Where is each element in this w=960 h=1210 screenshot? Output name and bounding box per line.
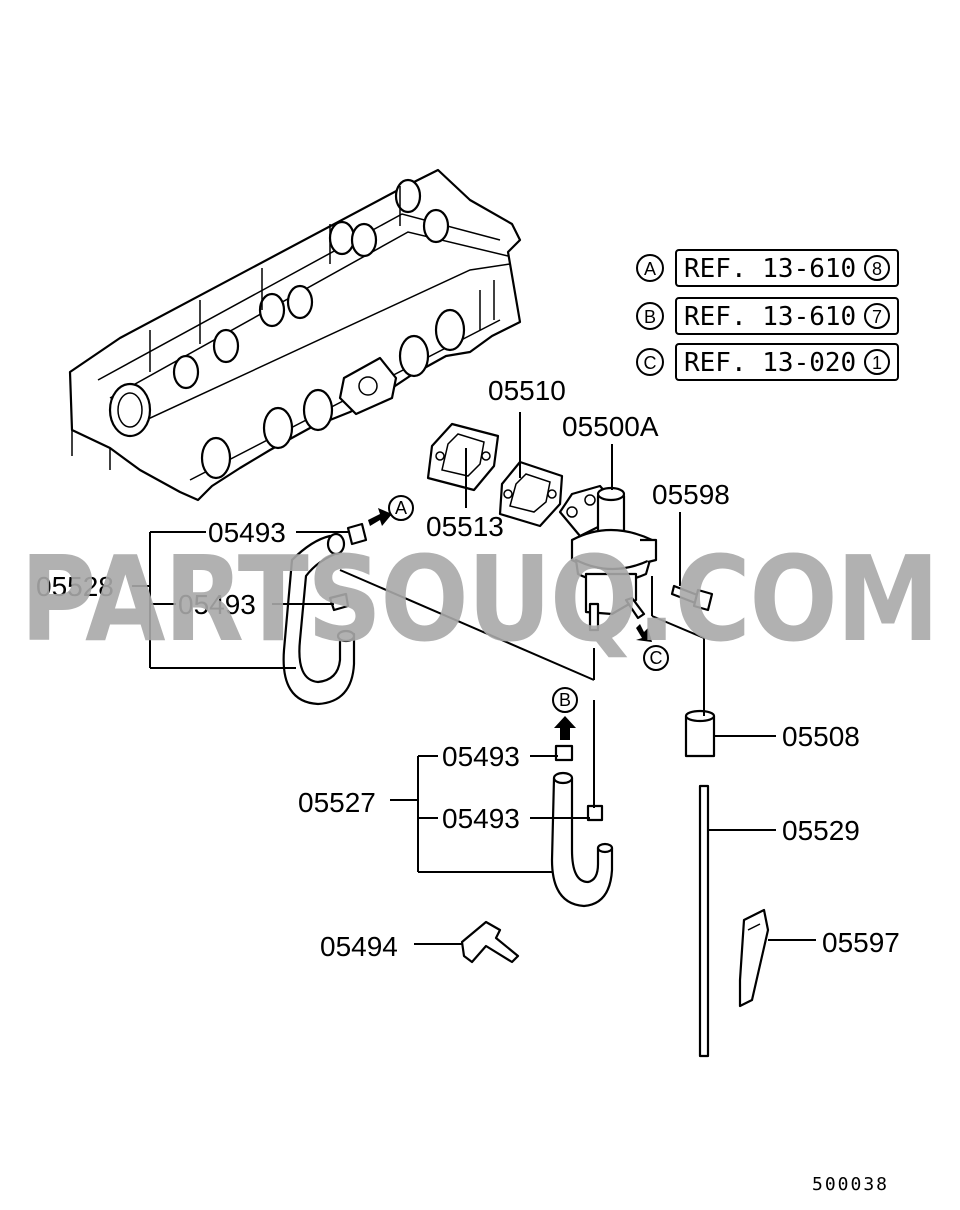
reference-text: REF. 13-610 [684,254,856,284]
reference-marker: A [644,259,656,279]
part-label-05528[interactable]: 05528 [36,571,114,602]
part-label-05513[interactable]: 05513 [426,511,504,542]
connector-marker-c: C [643,645,669,671]
cylinder-head-illustration [68,168,522,502]
part-label-05597[interactable]: 05597 [822,927,900,958]
part-labels: 05510 05500A 05598 05513 05493 05528 054… [36,375,900,962]
svg-text:B: B [559,690,571,710]
part-label-05494[interactable]: 05494 [320,931,398,962]
arrow-to-a-icon [368,508,392,526]
diagram-code: 500038 [812,1174,889,1195]
connector-marker-b: B [552,687,578,713]
reference-marker: C [644,353,657,373]
part-label-05510[interactable]: 05510 [488,375,566,406]
reference-marker: B [644,307,656,327]
svg-text:A: A [395,498,407,518]
watermark: PARTSOUQ.COM [20,530,938,668]
fuel-pump-illustration [558,484,658,632]
bracket-05597-illustration [738,908,770,1008]
part-label-05527[interactable]: 05527 [298,787,376,818]
reference-table: A REF. 13-610 8 B REF. 13-610 7 C REF. 1… [636,249,899,381]
gasket-05513-illustration [426,422,500,492]
bolt-05598-illustration [670,584,714,612]
part-label-05500a[interactable]: 05500A [562,411,659,442]
arrow-to-c-icon [636,624,652,642]
reference-row-a[interactable]: A REF. 13-610 8 [636,249,899,287]
svg-text:C: C [650,648,663,668]
reference-text: REF. 13-020 [684,348,856,378]
reference-sheet: 8 [872,259,882,279]
leader-lines [132,412,816,945]
reference-row-b[interactable]: B REF. 13-610 7 [636,297,899,335]
part-label-05508[interactable]: 05508 [782,721,860,752]
part-label-05493-top[interactable]: 05493 [208,517,286,548]
gasket-05510-illustration [498,460,564,528]
part-label-05529[interactable]: 05529 [782,815,860,846]
reference-text: REF. 13-610 [684,302,856,332]
hose-05528-illustration [282,522,368,706]
reference-row-c[interactable]: C REF. 13-020 1 [636,343,899,381]
reference-sheet: 7 [872,307,882,327]
connector-marker-a: A [388,495,414,521]
part-label-05493-mid[interactable]: 05493 [178,589,256,620]
connector-arrows [368,508,652,740]
pipe-05508-illustration [684,709,716,758]
reference-sheet: 1 [872,353,882,373]
pipe-05529-illustration [698,784,710,1058]
arrow-to-b-icon [554,716,576,740]
part-label-05493-low1[interactable]: 05493 [442,741,520,772]
hose-05527-illustration [550,744,614,908]
part-label-05493-low2[interactable]: 05493 [442,803,520,834]
clip-05494-illustration [460,920,520,964]
part-label-05598[interactable]: 05598 [652,479,730,510]
